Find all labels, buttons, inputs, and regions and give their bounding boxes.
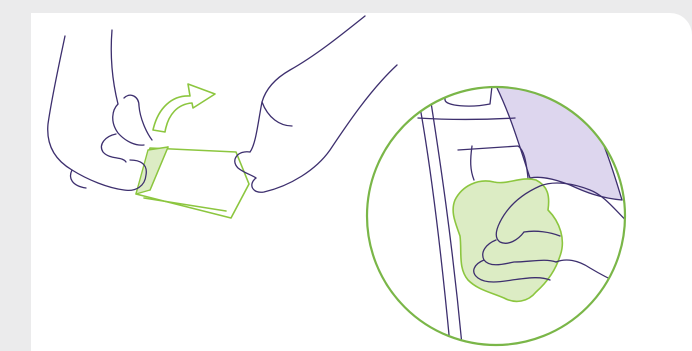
left-hand-icon: [48, 30, 152, 190]
wipe-surface-magnified-icon: [367, 78, 692, 345]
wipe-packet-icon: [136, 147, 249, 218]
lift-arrow-icon: [153, 84, 215, 132]
right-hand-icon: [235, 16, 397, 192]
open-wipe-packet-icon: [48, 16, 397, 218]
